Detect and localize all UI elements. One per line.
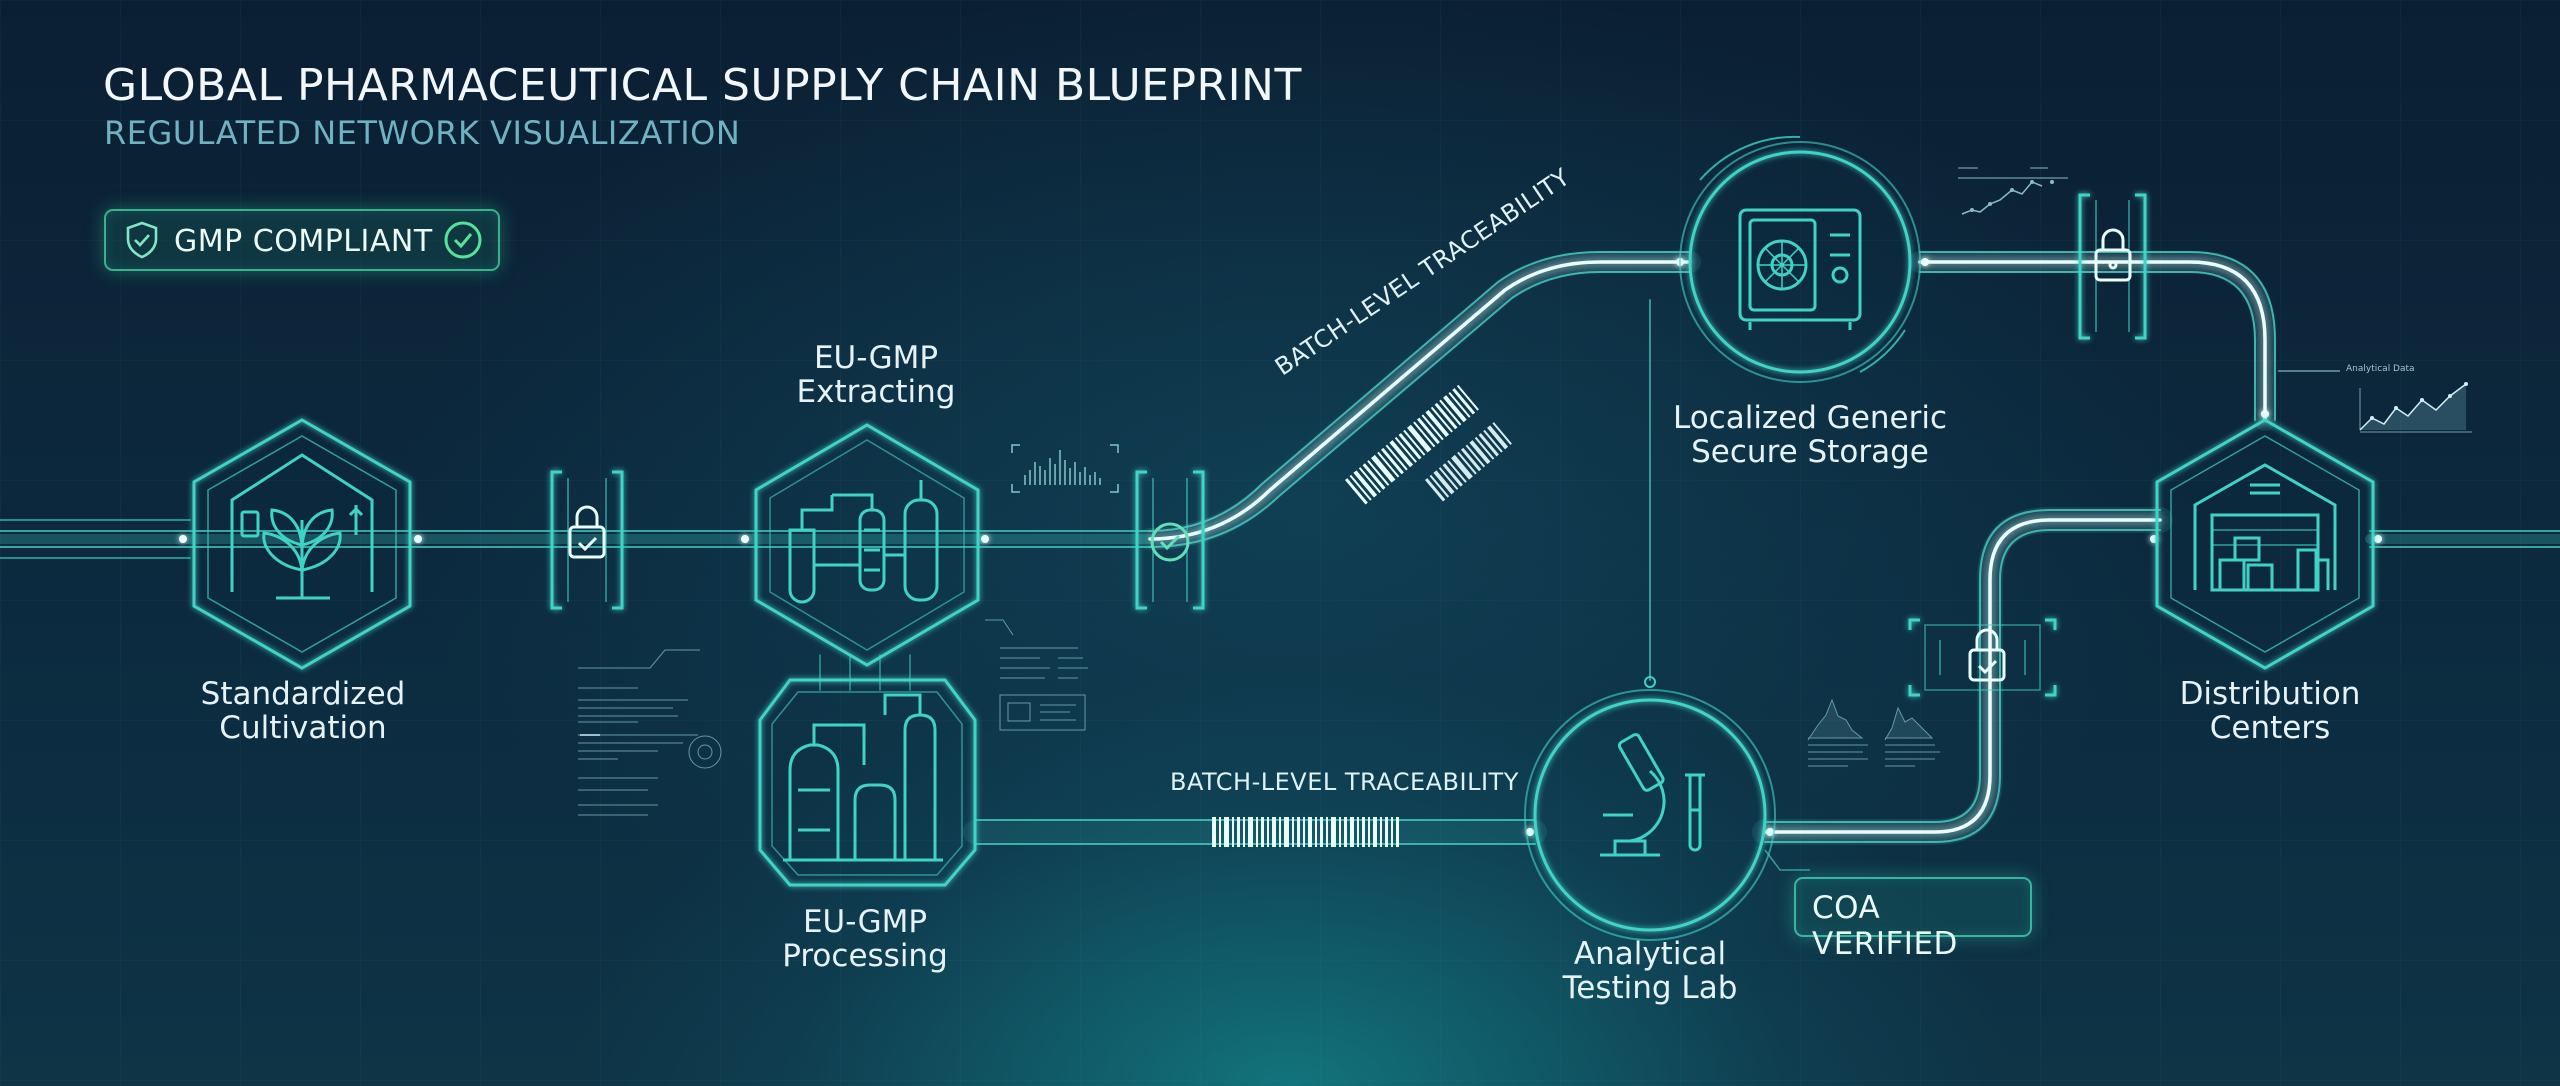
node-label-processing: EU-GMP Processing bbox=[715, 905, 1015, 973]
pipeline-diagonal bbox=[1139, 251, 1701, 550]
data-panel-left bbox=[578, 649, 722, 816]
checkpoint-lock-1 bbox=[550, 470, 624, 610]
extracting-monitor bbox=[1011, 444, 1119, 493]
vault-safe-icon bbox=[1738, 208, 1862, 330]
analytical-data-label: Analytical Data bbox=[2346, 364, 2415, 374]
gmp-badge-label: GMP COMPLIANT bbox=[174, 224, 433, 259]
node-label-line: Secure Storage bbox=[1691, 434, 1929, 470]
lock-check-icon bbox=[1968, 628, 2006, 682]
node-label-line: Testing Lab bbox=[1562, 970, 1738, 1006]
data-panel-center bbox=[985, 619, 1088, 731]
node-label-line: EU-GMP bbox=[813, 340, 939, 376]
pipeline-storage-distribution bbox=[1909, 251, 2276, 431]
node-label-line: EU-GMP bbox=[802, 904, 928, 940]
node-label-lab: Analytical Testing Lab bbox=[1500, 937, 1800, 1005]
checkpoint-lock-2 bbox=[2078, 193, 2147, 340]
coa-badge-label: COA VERIFIED bbox=[1812, 890, 1958, 962]
page-title: GLOBAL PHARMACEUTICAL SUPPLY CHAIN BLUEP… bbox=[103, 60, 1302, 111]
node-lab bbox=[1524, 676, 1776, 941]
pipeline-lab-distribution bbox=[1752, 507, 2173, 845]
reactor-tanks-icon bbox=[783, 693, 943, 862]
node-cultivation bbox=[192, 418, 412, 670]
pipeline-bottom bbox=[963, 819, 1547, 845]
barcode-diagonal-2 bbox=[1425, 422, 1512, 502]
analytical-data-chart bbox=[2278, 370, 2472, 433]
node-label-line: Localized Generic bbox=[1672, 400, 1948, 436]
node-label-line: Analytical bbox=[1573, 936, 1727, 972]
node-label-line: Extracting bbox=[796, 374, 956, 410]
node-label-distribution: Distribution Centers bbox=[2130, 677, 2410, 745]
node-label-line: Processing bbox=[782, 938, 948, 974]
node-storage bbox=[1679, 135, 1921, 383]
connector-extracting-processing bbox=[819, 654, 911, 691]
storage-analytics-chart bbox=[1958, 167, 2068, 215]
lock-check-icon bbox=[568, 505, 606, 559]
node-label-extracting: EU-GMP Extracting bbox=[726, 341, 1026, 409]
warehouse-icon bbox=[2193, 463, 2337, 592]
microscope-test-tube-icon bbox=[1600, 733, 1705, 857]
checkpoint-check bbox=[1135, 470, 1205, 610]
shield-check-icon bbox=[126, 221, 158, 259]
check-circle-icon bbox=[1150, 522, 1190, 562]
traceability-label-bottom: BATCH-LEVEL TRACEABILITY bbox=[1170, 768, 1519, 796]
barcode-diagonal bbox=[1345, 384, 1479, 505]
pipeline-main-left bbox=[0, 519, 1155, 559]
coa-verified-badge: COA VERIFIED bbox=[1794, 877, 2032, 962]
node-extracting bbox=[754, 423, 980, 667]
checkpoint-lock-3 bbox=[1908, 618, 2057, 697]
node-label-line: Distribution bbox=[2179, 676, 2361, 712]
gmp-compliant-badge: GMP COMPLIANT bbox=[104, 209, 500, 271]
node-processing bbox=[758, 678, 977, 887]
barcode-bottom bbox=[1212, 817, 1399, 847]
data-panel-right bbox=[1764, 698, 1940, 871]
lock-icon bbox=[2094, 228, 2132, 282]
plant-greenhouse-icon bbox=[230, 453, 374, 600]
distillation-apparatus-icon bbox=[788, 480, 939, 604]
pipeline-network bbox=[0, 251, 2560, 845]
node-label-cultivation: Standardized Cultivation bbox=[163, 677, 443, 745]
node-label-storage: Localized Generic Secure Storage bbox=[1650, 401, 1970, 469]
node-label-line: Standardized bbox=[200, 676, 406, 712]
check-circle-icon bbox=[444, 221, 482, 259]
node-distribution bbox=[2155, 418, 2375, 670]
node-label-line: Centers bbox=[2209, 710, 2331, 746]
pipeline-main-right bbox=[2365, 530, 2560, 548]
node-label-line: Cultivation bbox=[219, 710, 387, 746]
page-subtitle: REGULATED NETWORK VISUALIZATION bbox=[104, 114, 741, 152]
